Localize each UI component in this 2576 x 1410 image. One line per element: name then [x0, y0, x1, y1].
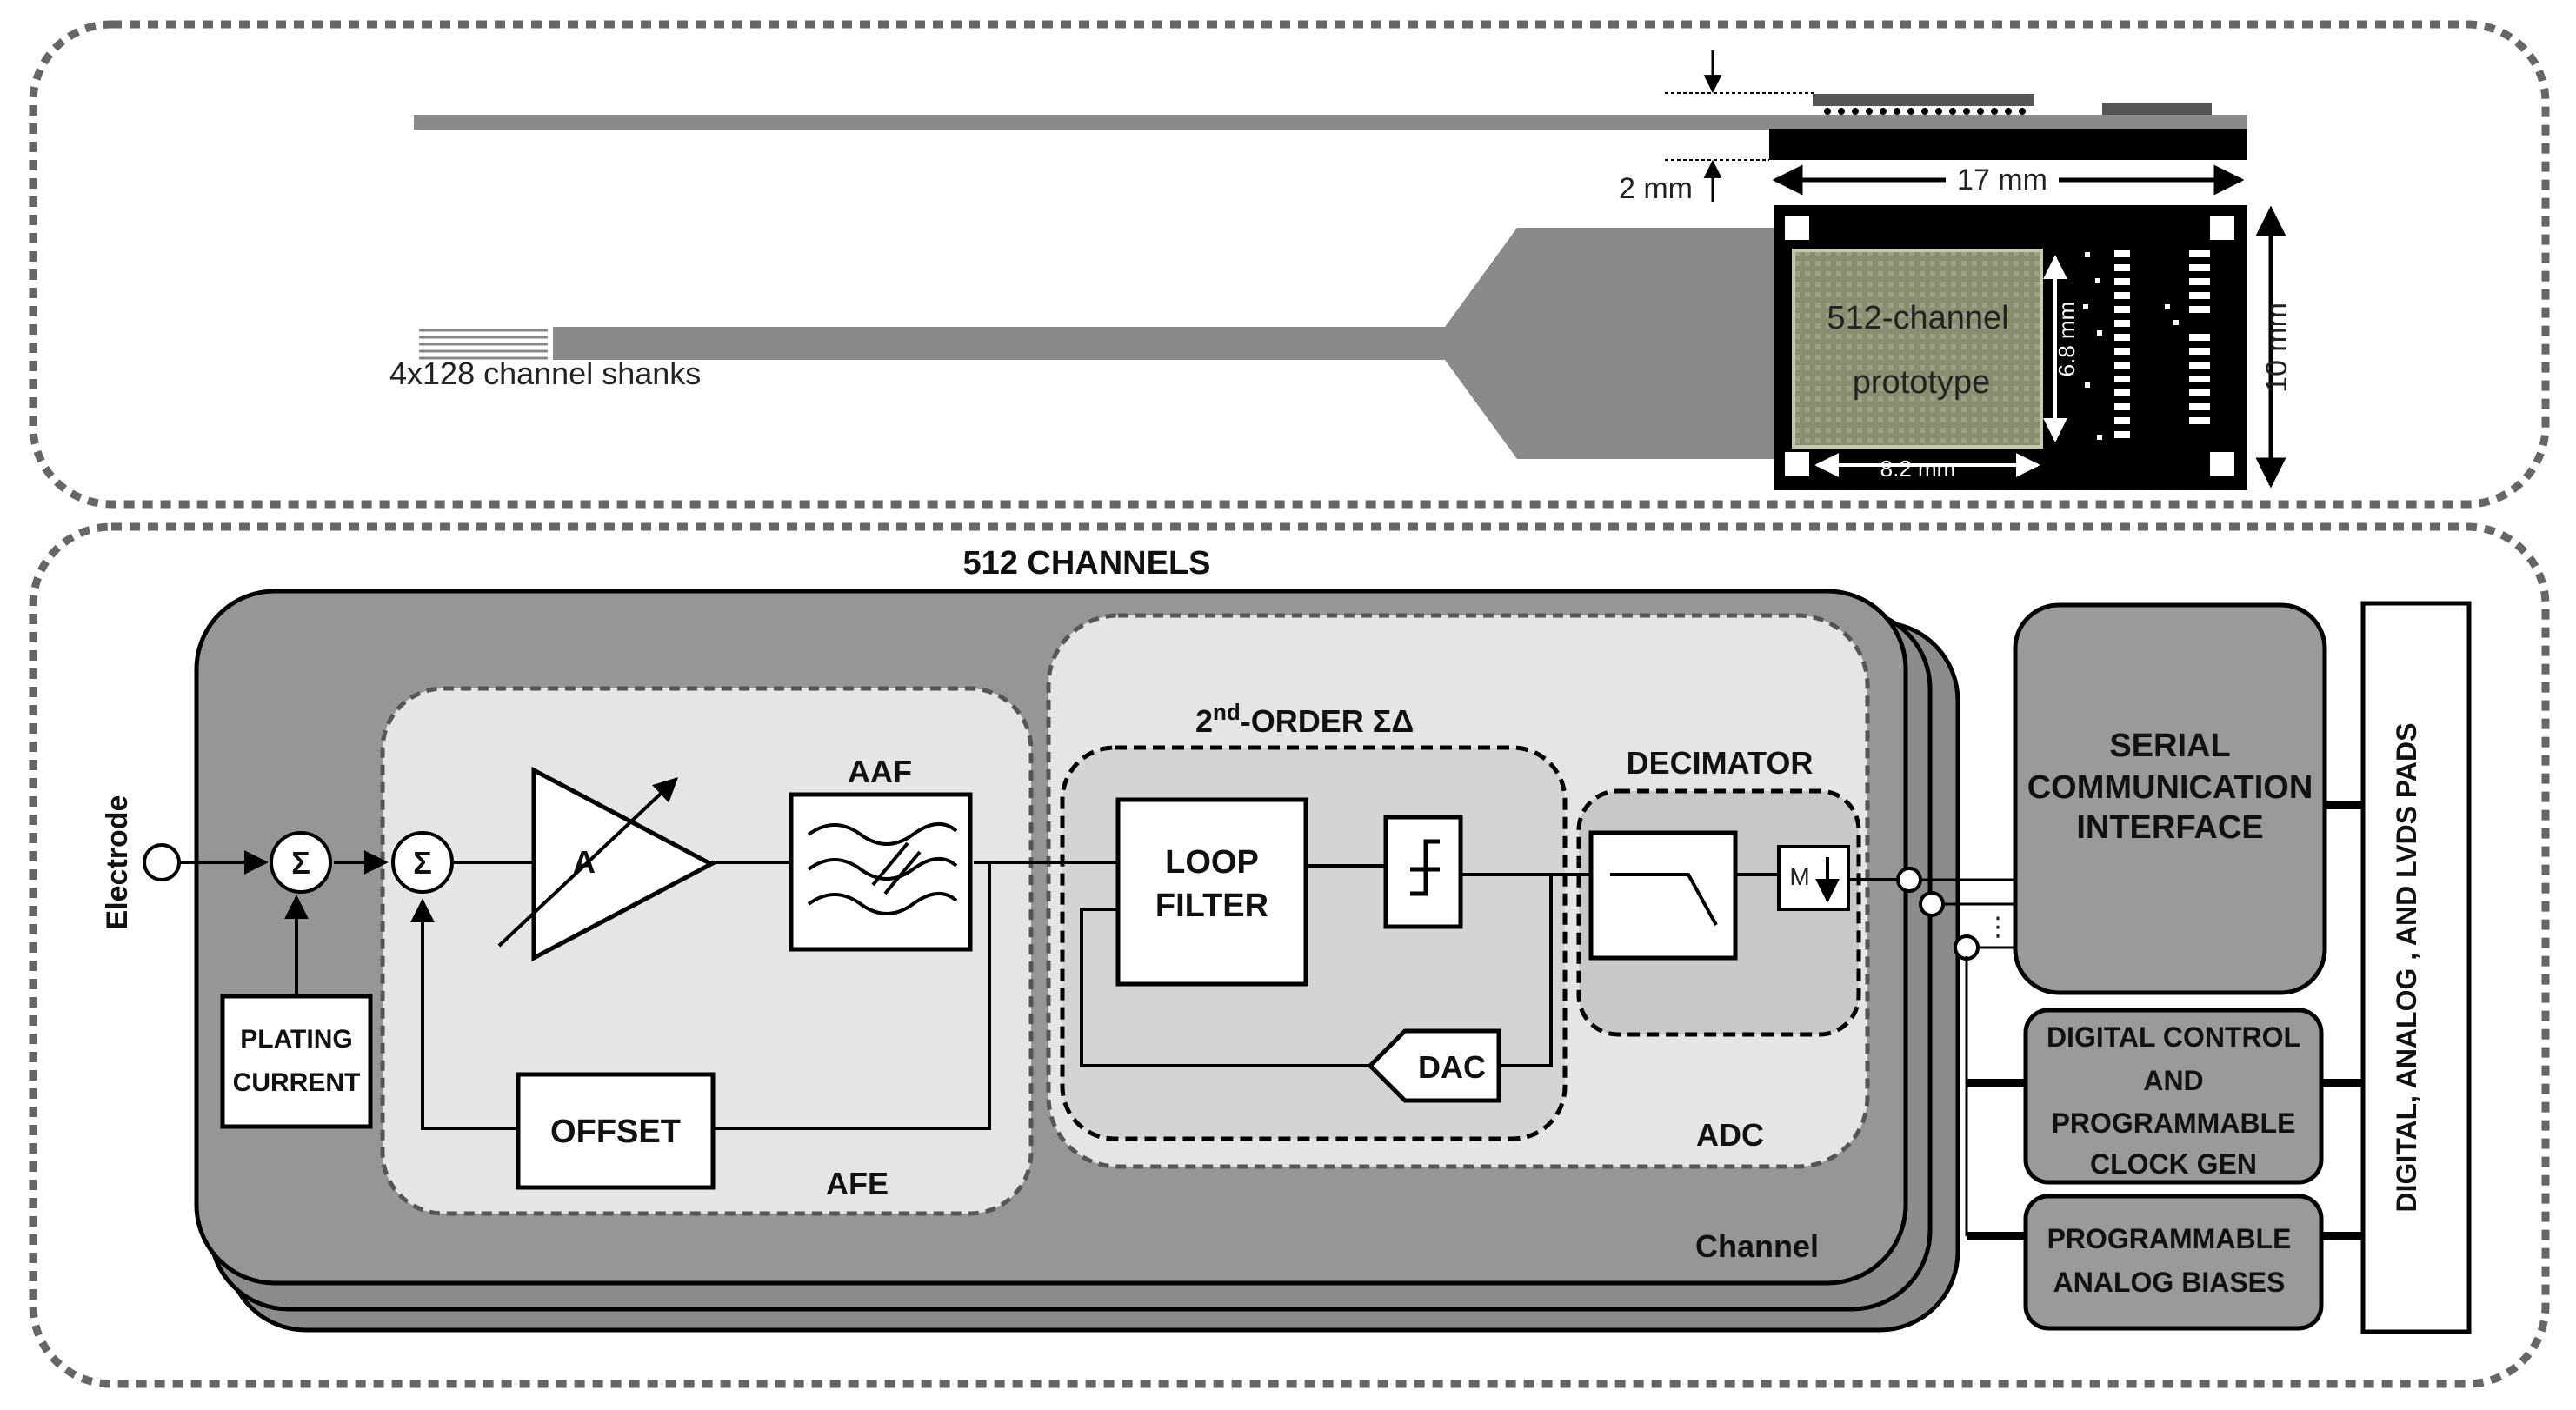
- electrode-node: [143, 843, 181, 881]
- channel-out-node-2: [1919, 891, 1945, 917]
- digital-control-block: [2023, 1008, 2324, 1185]
- shanks-label: 4x128 channel shanks: [389, 356, 701, 391]
- sd-title-order: 2: [1195, 703, 1213, 739]
- bus-connections: [1967, 801, 2363, 1240]
- summer-1: [270, 831, 332, 894]
- digital-line2: AND: [2143, 1065, 2203, 1096]
- analog-biases-block: [2023, 1194, 2324, 1331]
- channel-out-node-3: [1954, 934, 1980, 961]
- probe-side-board: [1769, 129, 2247, 160]
- signal-wires: [179, 850, 1909, 1130]
- plating-line2: CURRENT: [233, 1068, 361, 1097]
- plating-line1: PLATING: [240, 1025, 352, 1054]
- top-panel-border: [29, 20, 2550, 509]
- chip-width-label: 8.2 mm: [1880, 456, 1956, 482]
- lowpass-icon: [1610, 873, 1718, 926]
- sd-title-rest: -ORDER ΣΔ: [1241, 703, 1414, 739]
- afe-label: AFE: [826, 1166, 889, 1201]
- chip-title-line2: prototype: [1853, 364, 1990, 401]
- height-label: 10 mm: [2260, 303, 2293, 393]
- probe-side-shank: [414, 115, 1913, 130]
- amplifier-gain-arrow: [497, 777, 679, 948]
- probe-side-component: [2102, 103, 2212, 115]
- sigma-delta-title: 2nd-ORDER ΣΔ: [1195, 699, 1414, 739]
- digital-line4: CLOCK GEN: [2090, 1148, 2257, 1180]
- probe-top-shank: [553, 228, 1774, 459]
- corner-pad-br: [2210, 452, 2234, 476]
- chip-height-label: 6.8 mm: [2053, 302, 2080, 377]
- summer-2: [391, 831, 454, 894]
- summer-2-symbol: Σ: [413, 845, 432, 881]
- probe-top-view: 4x128 channel shanks 512-channel prototy…: [389, 205, 2247, 490]
- dac-label: DAC: [1418, 1049, 1486, 1085]
- sd-title-superscript: nd: [1213, 699, 1241, 725]
- channel-out-node-1: [1896, 867, 1922, 893]
- pads-block: [2360, 601, 2472, 1334]
- serial-line1: SERIAL: [2109, 728, 2230, 764]
- offset-block: [516, 1072, 716, 1190]
- adc-label: ADC: [1696, 1117, 1764, 1153]
- probe-side-board-top: [1769, 115, 2247, 129]
- thickness-label: 2 mm: [1619, 172, 1693, 205]
- corner-pad-bl: [1785, 452, 1809, 476]
- loop-filter-line2: FILTER: [1155, 888, 1268, 924]
- digital-line1: DIGITAL CONTROL: [2047, 1021, 2300, 1053]
- probe-side-view: 2 mm: [414, 50, 2247, 205]
- channel-ellipsis: ⋮: [1985, 913, 2011, 941]
- digital-line3: PROGRAMMABLE: [2052, 1107, 2296, 1139]
- chip-die: [1792, 249, 2043, 449]
- serial-interface-block: [2013, 602, 2327, 995]
- probe-side-bumps: [1824, 108, 2026, 115]
- shank-lines: [419, 329, 548, 360]
- offset-label: OFFSET: [550, 1114, 681, 1150]
- chip-title-line1: 512-channel: [1827, 300, 2008, 336]
- loop-filter-block: [1115, 797, 1308, 987]
- bottom-panel-border: [29, 522, 2550, 1388]
- pads-label: DIGITAL, ANALOG , AND LVDS PADS: [2391, 723, 2422, 1213]
- channels-title: 512 CHANNELS: [962, 545, 1210, 582]
- corner-pad-tl: [1785, 216, 1809, 240]
- decimator-title: DECIMATOR: [1627, 745, 1814, 781]
- quantizer-icon: [1410, 839, 1440, 896]
- biases-line2: ANALOG BIASES: [2053, 1267, 2286, 1298]
- quantizer-block: [1383, 815, 1463, 929]
- aaf-block: [789, 792, 973, 952]
- serial-line3: INTERFACE: [2076, 809, 2263, 846]
- corner-pad-tr: [2210, 216, 2234, 240]
- channel-label: Channel: [1695, 1228, 1819, 1264]
- summer-1-symbol: Σ: [291, 845, 310, 881]
- board-pads: [2083, 250, 2210, 440]
- loop-filter-line1: LOOP: [1165, 844, 1259, 881]
- serial-line2: COMMUNICATION: [2027, 769, 2313, 806]
- decimation-filter-block: [1588, 830, 1738, 961]
- aaf-filter-icon: [807, 822, 958, 915]
- plating-current-block: [220, 994, 373, 1129]
- dac-block: [1367, 1028, 1501, 1103]
- downsampler-factor: M: [1789, 863, 1809, 890]
- downsampler-block: [1777, 845, 1850, 911]
- width-label: 17 mm: [1957, 163, 2047, 196]
- aaf-title: AAF: [848, 754, 912, 789]
- electrode-label: Electrode: [101, 795, 134, 930]
- amplifier: [531, 766, 716, 962]
- biases-line1: PROGRAMMABLE: [2047, 1223, 2292, 1254]
- probe-side-chip: [1813, 94, 2034, 106]
- width-label-bg: [1946, 162, 2059, 196]
